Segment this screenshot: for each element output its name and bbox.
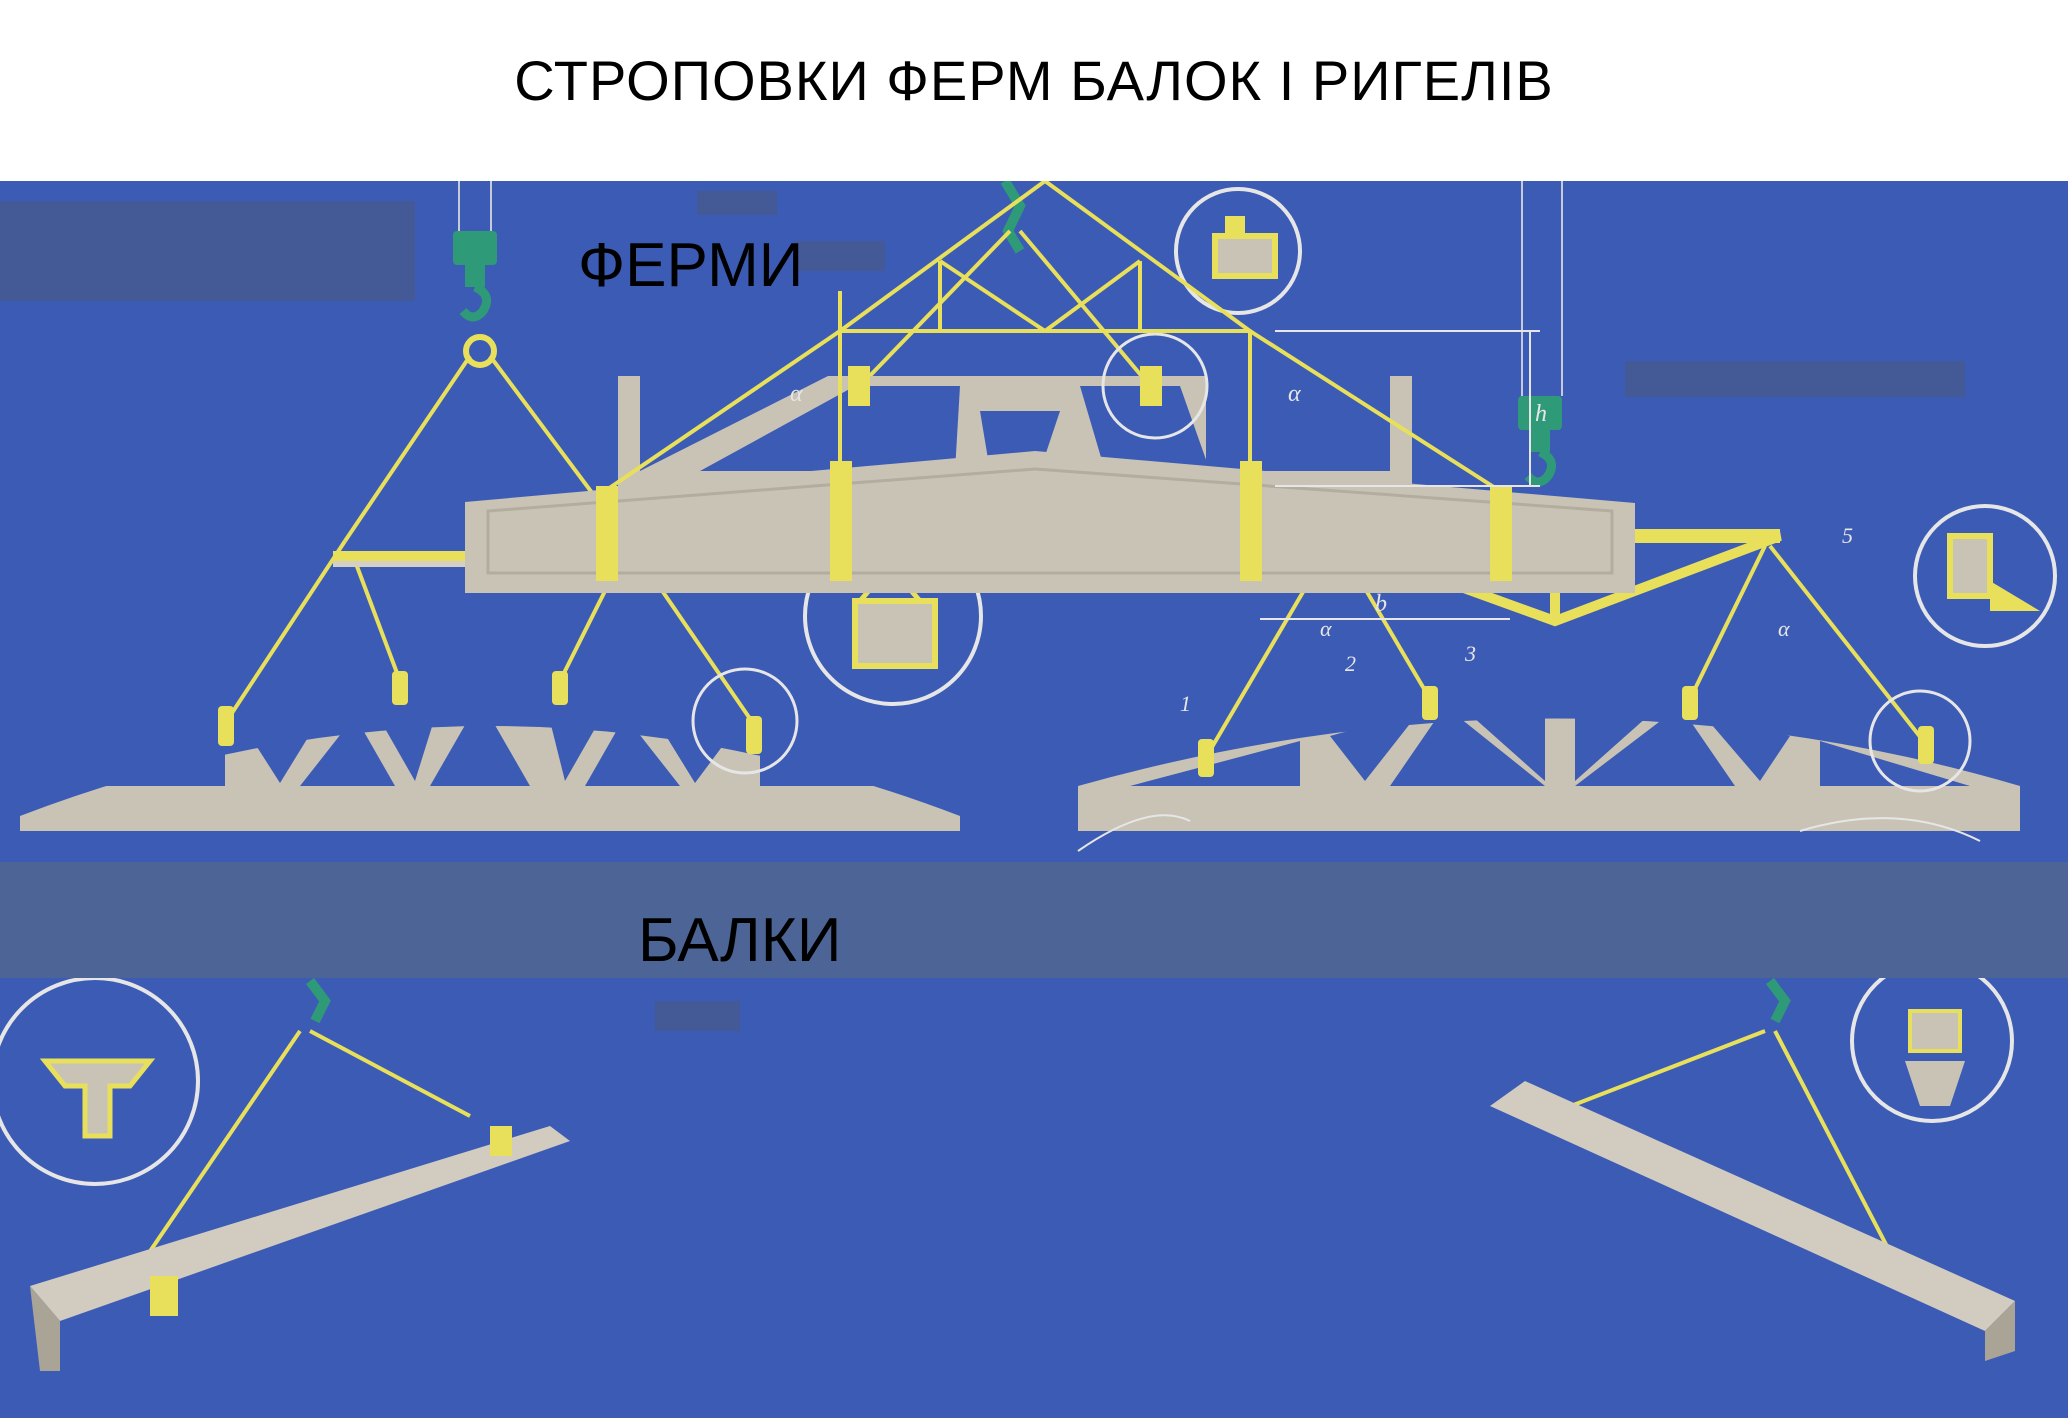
svg-text:α: α [1288, 381, 1301, 407]
crane-hook-icon [453, 231, 497, 317]
beam-left [0, 976, 570, 1371]
svg-text:α: α [1778, 616, 1790, 641]
svg-text:1: 1 [1180, 691, 1191, 716]
beam-center: h b α α [465, 181, 1635, 620]
beam-right [1490, 959, 2015, 1361]
crane-cables [458, 181, 1563, 396]
rigging-illustration: 4 5 3 2 1 α α [0, 181, 2057, 1371]
svg-text:b: b [1375, 591, 1387, 617]
cover-patch [0, 201, 415, 301]
svg-text:5: 5 [1842, 523, 1853, 548]
truss-right: 4 5 3 2 1 α α [1077, 396, 2057, 852]
svg-text:α: α [790, 381, 803, 407]
svg-text:3: 3 [1464, 641, 1476, 666]
cover-patch [1625, 361, 1965, 397]
truss-left [20, 231, 960, 831]
cover-patch [697, 191, 777, 215]
cover-patch [795, 241, 885, 271]
cover-patch [655, 1001, 740, 1031]
section-label-beams: БАЛКИ [638, 906, 842, 975]
section-label-trusses: ФЕРМИ [578, 231, 804, 300]
svg-text:h: h [1535, 401, 1547, 427]
svg-text:2: 2 [1345, 651, 1356, 676]
section-band-beams [0, 862, 2068, 978]
svg-text:α: α [1320, 616, 1332, 641]
rigging-poster: 4 5 3 2 1 α α [0, 181, 2068, 1418]
page-title: СТРОПОВКИ ФЕРМ БАЛОК І РИГЕЛІВ [514, 49, 1554, 112]
